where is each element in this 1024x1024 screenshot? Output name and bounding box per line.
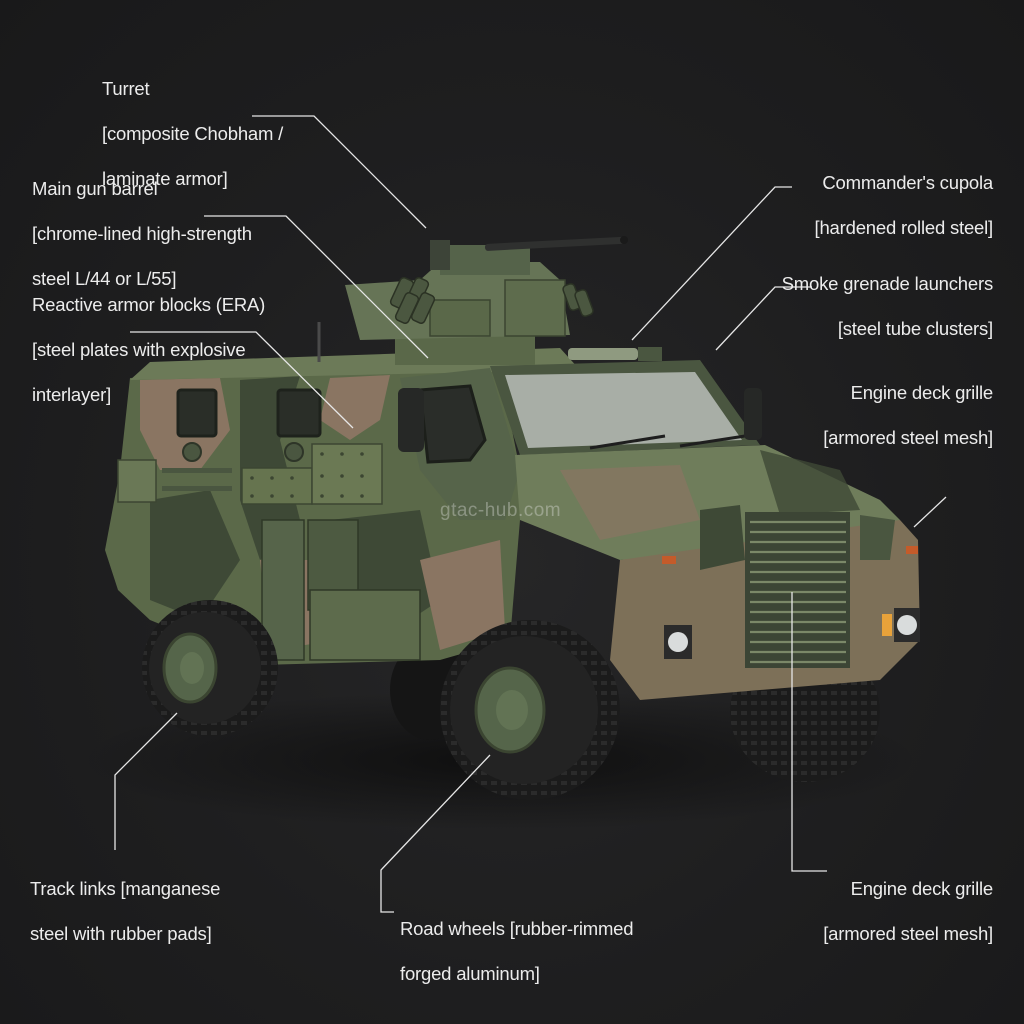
callout-engine-deck-grille-upper: Engine deck grille [armored steel mesh] (823, 359, 993, 472)
callout-material: laminate armor] (102, 167, 228, 189)
callout-engine-deck-grille-lower: Engine deck grille [armored steel mesh] (823, 855, 993, 968)
leader-track-links (114, 712, 178, 850)
callout-material: [armored steel mesh] (823, 922, 993, 944)
leader-main-gun-barrel (204, 215, 429, 359)
callout-material: steel with rubber pads] (30, 922, 212, 944)
callout-material: interlayer] (32, 383, 112, 405)
callout-material: [chrome-lined high-strength (32, 222, 252, 244)
leader-smoke-launchers (715, 286, 812, 351)
callout-commanders-cupola: Commander's cupola [hardened rolled stee… (814, 149, 994, 262)
callout-title: Smoke grenade launchers (781, 272, 994, 294)
callout-material: [hardened rolled steel] (814, 216, 994, 238)
callout-title: Road wheels [rubber-rimmed (400, 917, 634, 939)
callout-title: Engine deck grille (850, 381, 994, 403)
leader-engine-deck-grille-lower (791, 592, 827, 872)
callout-smoke-launchers: Smoke grenade launchers [steel tube clus… (781, 250, 994, 363)
callout-track-links: Track links [manganese steel with rubber… (30, 855, 220, 968)
leader-turret (252, 115, 427, 229)
callout-title: Reactive armor blocks (ERA) (32, 293, 266, 315)
callout-title: Engine deck grille (850, 877, 994, 899)
near-front-wheel (440, 620, 620, 800)
callout-material: [composite Chobham / (102, 122, 284, 144)
leader-reactive-armor (130, 331, 354, 429)
callout-material: [armored steel mesh] (823, 426, 993, 448)
callout-title: Turret (102, 77, 150, 99)
leader-engine-deck-grille-upper (913, 496, 947, 528)
callout-reactive-armor: Reactive armor blocks (ERA) [steel plate… (32, 271, 265, 429)
callout-title: Track links [manganese (30, 877, 221, 899)
callout-road-wheels: Road wheels [rubber-rimmed forged alumin… (400, 895, 634, 1008)
callout-turret: Turret [composite Chobham / laminate arm… (102, 55, 283, 213)
callout-main-gun-barrel: Main gun barrel [chrome-lined high-stren… (32, 155, 252, 313)
watermark: gtac-hub.com (440, 500, 562, 521)
near-rear-wheel (142, 600, 278, 736)
callout-title: Commander's cupola (822, 171, 993, 193)
leader-road-wheels (380, 754, 491, 913)
callout-material: forged aluminum] (400, 962, 540, 984)
callout-material: steel L/44 or L/55] (32, 267, 177, 289)
callout-material: [steel plates with explosive (32, 338, 246, 360)
callout-title: Main gun barrel (32, 177, 158, 199)
callout-material: [steel tube clusters] (837, 317, 993, 339)
leader-commanders-cupola (631, 186, 792, 341)
